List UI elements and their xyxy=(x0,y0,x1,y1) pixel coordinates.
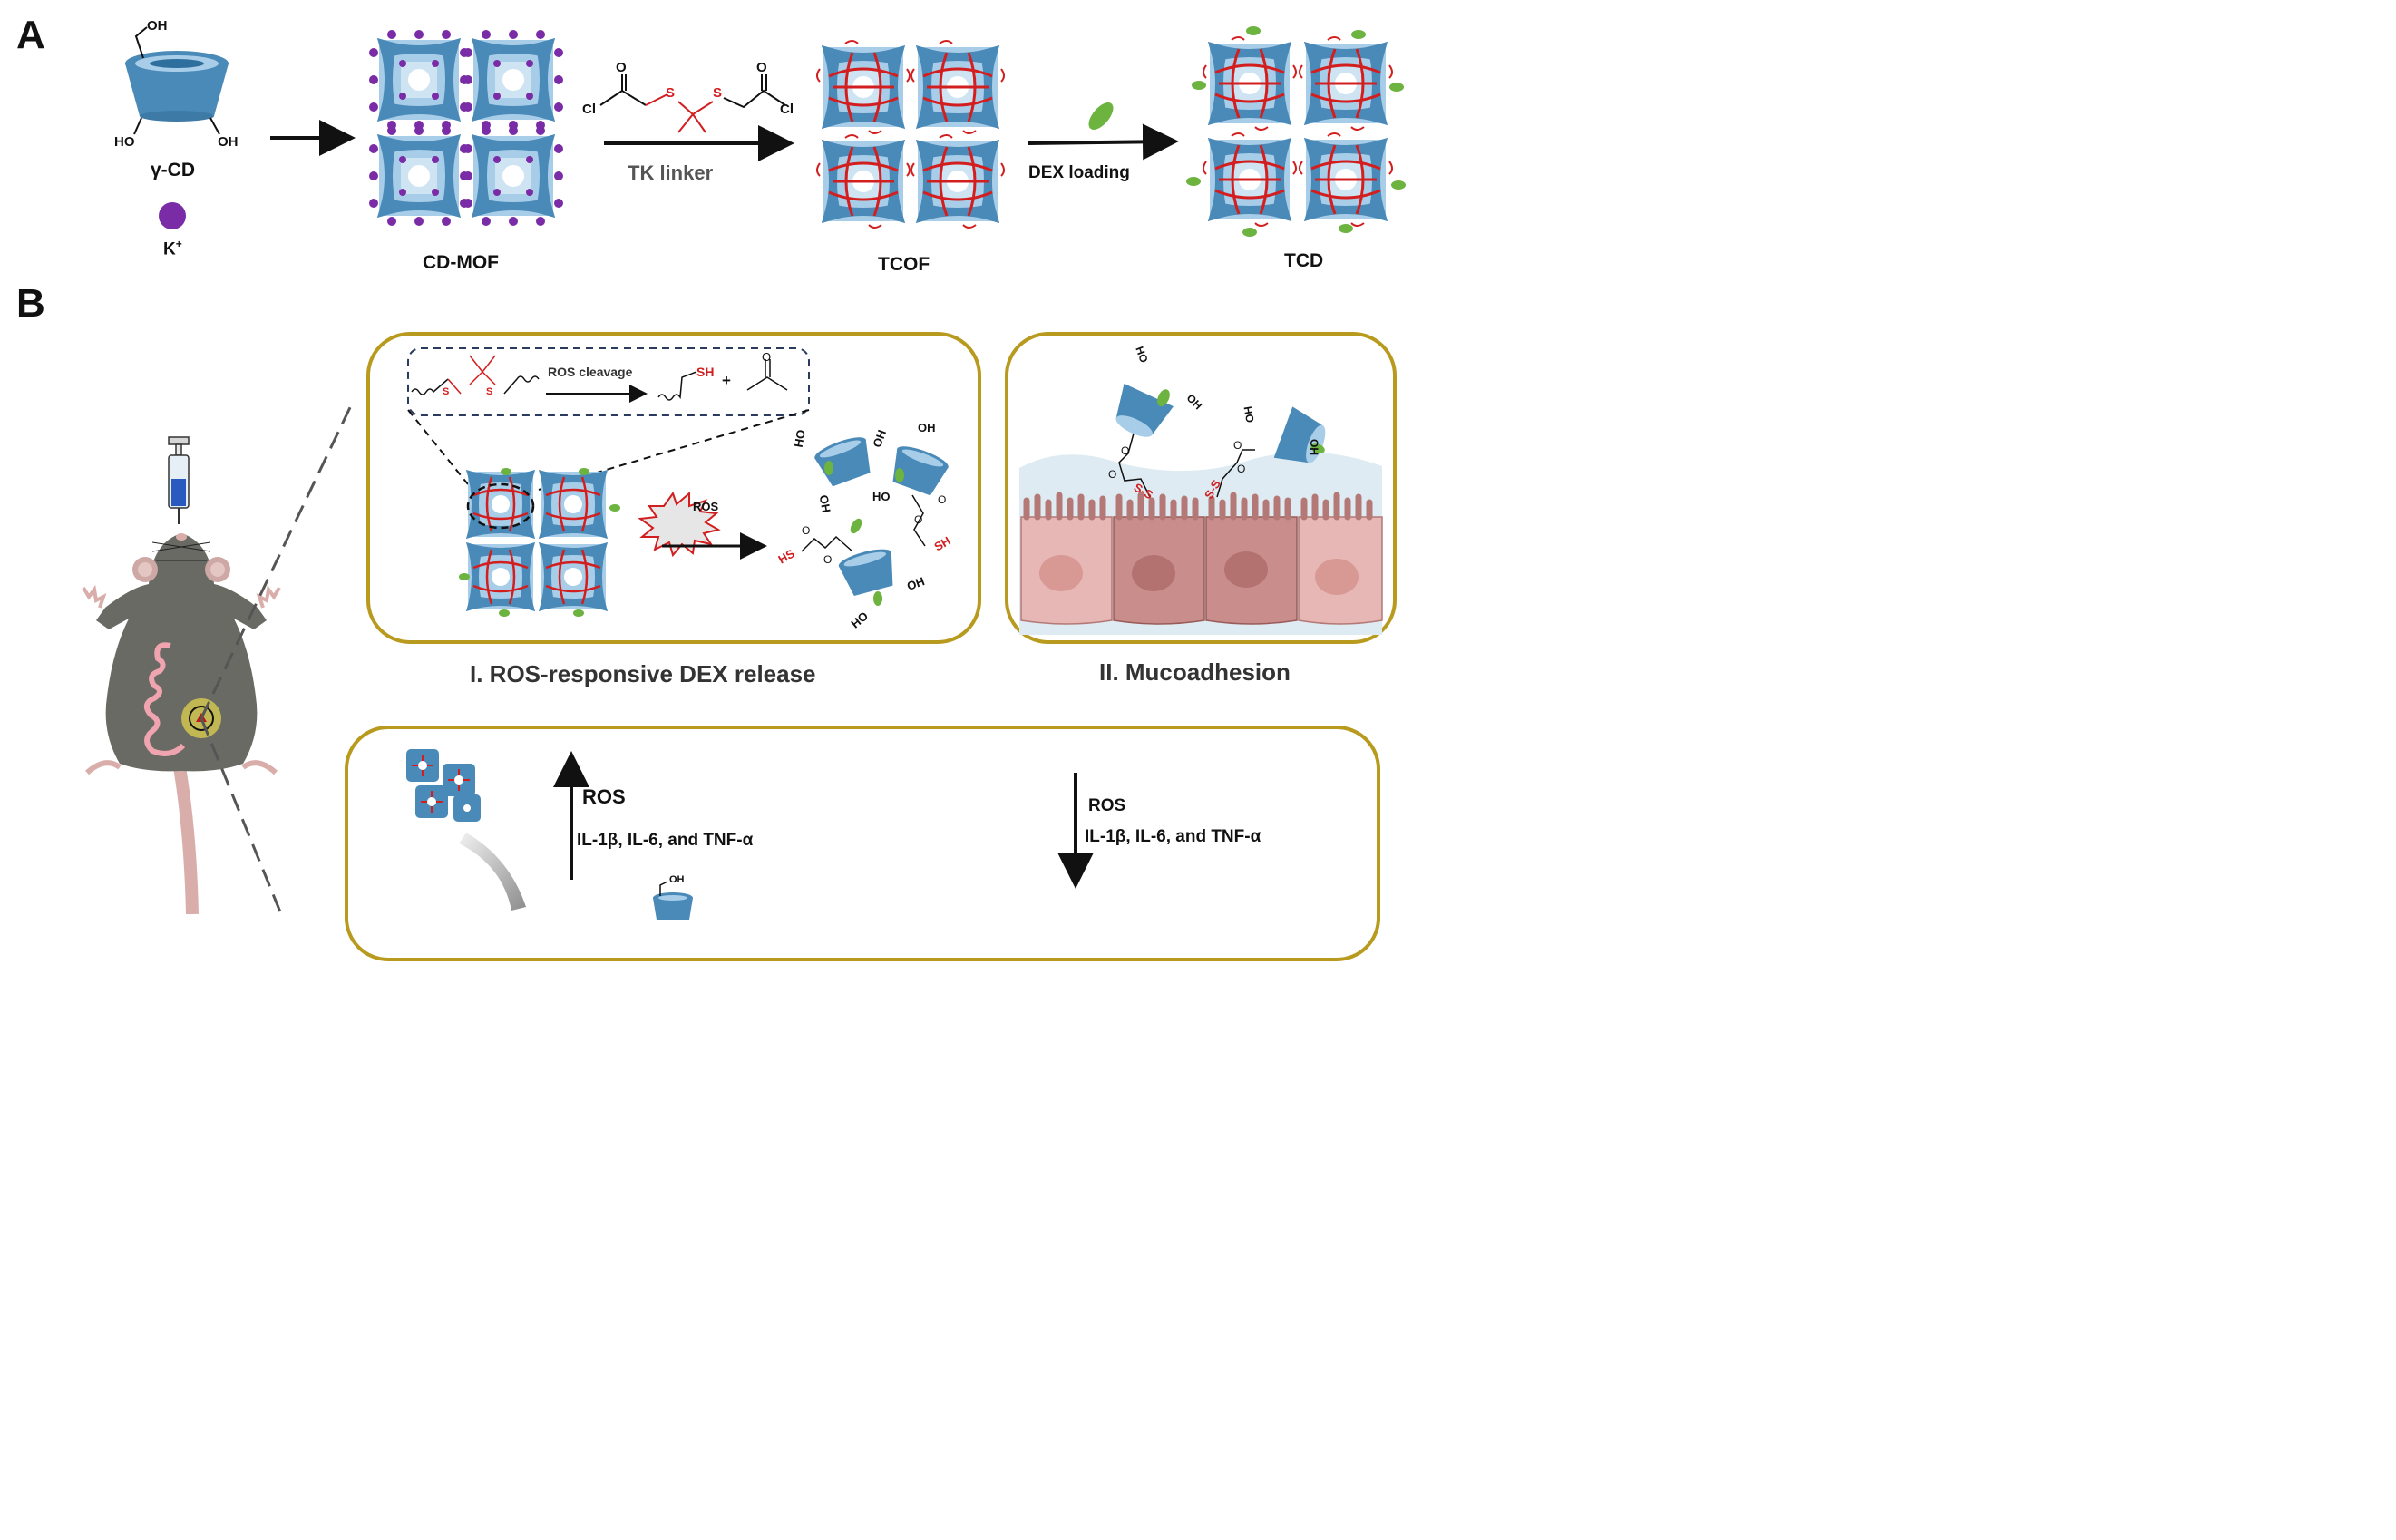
gamma-cd-label: γ-CD xyxy=(151,160,196,180)
mucoadhesion-scheme xyxy=(1019,383,1383,635)
linker-o-left: O xyxy=(616,60,627,75)
inset-s2: S xyxy=(486,386,493,397)
ros-cleavage-label: ROS cleavage xyxy=(548,365,633,379)
box2-caption: II. Mucoadhesion xyxy=(1099,658,1291,686)
inset-sh: SH xyxy=(696,365,715,379)
epithelial-cells xyxy=(1020,492,1383,625)
up-ros-label: ROS xyxy=(582,785,626,808)
linker-cl-right: Cl xyxy=(780,102,794,117)
tcd-label: TCD xyxy=(1284,250,1324,271)
syringe-icon xyxy=(168,436,190,524)
inset-o: O xyxy=(762,350,772,364)
muco-o-2: O xyxy=(1108,468,1117,481)
linker-s1: S xyxy=(666,85,676,101)
tcd-lattice xyxy=(1186,26,1406,237)
panel-a-scheme xyxy=(125,26,1406,237)
box-ros-release xyxy=(366,332,981,644)
release-oh-3: OH xyxy=(918,421,936,434)
dex-drug-icon xyxy=(1088,102,1114,130)
arrow-dex-loading xyxy=(1028,123,1179,161)
ros-release-scheme xyxy=(407,347,951,617)
dex-loading-label: DEX loading xyxy=(1028,163,1130,182)
release-o-3: O xyxy=(802,524,811,537)
tk-linker-label: TK linker xyxy=(628,161,714,184)
muco-oh-4: OH xyxy=(1308,439,1320,455)
linker-cl-left: Cl xyxy=(582,102,596,117)
release-o-1: O xyxy=(914,513,923,526)
tcof-lattice xyxy=(815,39,1006,229)
panel-b-letter: B xyxy=(16,281,45,326)
muco-o-1: O xyxy=(1121,444,1130,457)
box-mucoadhesion xyxy=(1005,332,1397,644)
ros-burst-label: ROS xyxy=(693,500,719,513)
muco-o-4: O xyxy=(1237,463,1246,475)
tcof-label: TCOF xyxy=(878,254,930,275)
cdmof-label: CD-MOF xyxy=(423,252,499,273)
release-ho-4: HO xyxy=(872,490,891,503)
muco-o-3: O xyxy=(1233,439,1242,452)
tk-linker-structure xyxy=(599,74,786,133)
gcd-oh-right: OH xyxy=(218,134,239,150)
cdmof-lattice xyxy=(369,30,563,226)
inset-plus: + xyxy=(722,372,731,389)
down-ros-label: ROS xyxy=(1088,796,1126,815)
gcd-oh-top: OH xyxy=(147,18,168,34)
linker-s2: S xyxy=(713,85,723,101)
box1-caption: I. ROS-responsive DEX release xyxy=(470,660,816,687)
inset-s1: S xyxy=(443,386,450,397)
gcd-ho-left: HO xyxy=(114,134,135,150)
panel-a-letter: A xyxy=(16,13,45,57)
muco-ho-3: HO xyxy=(1241,404,1257,424)
potassium-label: K+ xyxy=(163,238,182,259)
mouse-illustration xyxy=(82,406,353,914)
potassium-ion-dot xyxy=(159,202,186,229)
release-oh-5: OH xyxy=(816,493,833,514)
release-o-2: O xyxy=(938,493,947,506)
linker-o-right: O xyxy=(756,60,767,75)
potassium-charge: + xyxy=(175,238,182,250)
up-cytokines-label: IL-1β, IL-6, and TNF-α xyxy=(577,831,754,850)
potassium-symbol: K xyxy=(163,239,176,259)
inflammation-scheme xyxy=(406,749,1094,920)
gamma-cd-cone xyxy=(125,26,229,135)
release-o-4: O xyxy=(823,553,833,566)
down-cytokines-label: IL-1β, IL-6, and TNF-α xyxy=(1085,827,1261,846)
cone-oh-label: OH xyxy=(669,874,685,885)
box-inflammation xyxy=(345,726,1380,961)
